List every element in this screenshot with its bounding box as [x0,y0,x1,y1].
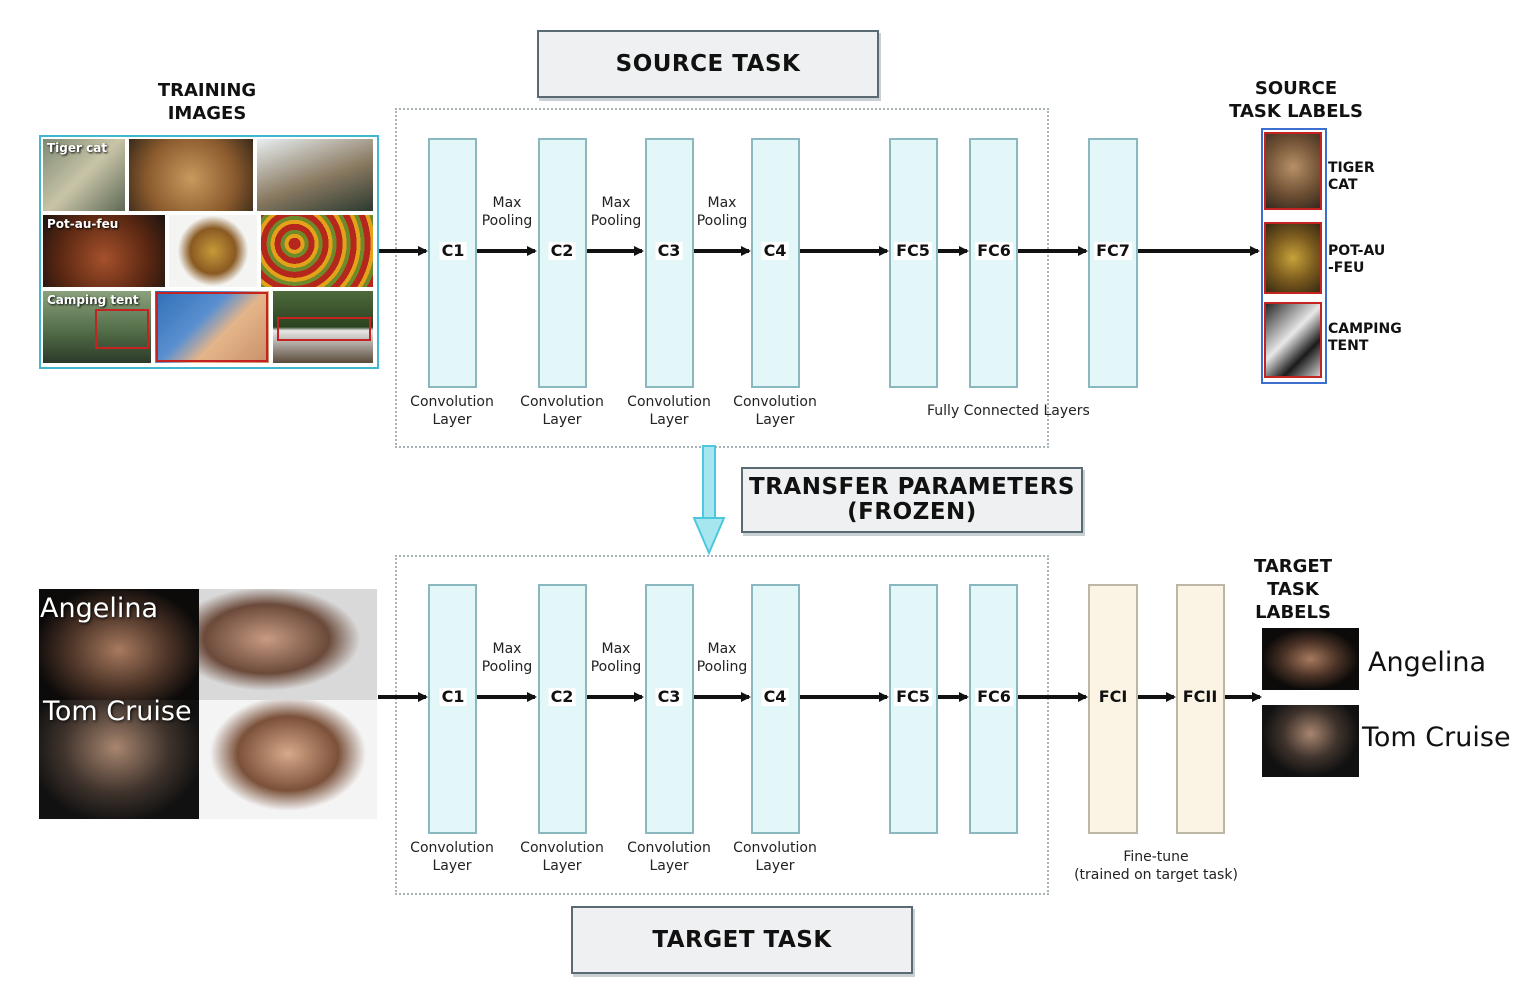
source-layer-c3 [645,138,694,388]
target-label-fcii: FCII [1180,687,1220,706]
source-label-c2: C2 [548,241,576,260]
source-label-c4: C4 [761,241,789,260]
transfer-line-2: (FROZEN) [847,499,977,525]
source-label-fc7: FC7 [1094,241,1132,260]
target-layer-fci [1088,584,1138,834]
source-layer-fc7 [1088,138,1138,388]
target-image-name-tom-cruise: Tom Cruise [43,696,192,727]
fully-connected-caption: Fully Connected Layers [927,403,1090,419]
pot-au-feu-image-2 [169,215,257,287]
target-label-c3: C3 [655,687,683,706]
target-image-angelina-2 [199,589,377,700]
target-label-c1: C1 [439,687,467,706]
target-label-tom-cruise-thumb [1262,705,1359,777]
source-label-fc5: FC5 [894,241,932,260]
tag-camping-tent: Camping tent [47,293,139,307]
source-task-title: SOURCE TASK [537,30,879,98]
tiger-cat-image-1: Tiger cat [43,139,125,211]
target-layer-c2 [538,584,587,834]
target-layer-fc5 [889,584,938,834]
target-layer-c4 [751,584,800,834]
source-label-fc6: FC6 [975,241,1013,260]
target-layer-fc6 [969,584,1018,834]
source-label-c3: C3 [655,241,683,260]
source-label-tiger-cat-thumb [1264,132,1322,210]
source-layer-c1 [428,138,477,388]
target-image-tom-cruise-1 [39,700,199,819]
source-label-pot-au-feu-thumb [1264,222,1322,294]
tag-tiger-cat: Tiger cat [47,141,108,155]
target-label-c2: C2 [548,687,576,706]
source-layer-fc6 [969,138,1018,388]
finetune-caption: Fine-tune(trained on target task) [1074,849,1238,883]
source-label-c1: C1 [439,241,467,260]
source-layer-c4 [751,138,800,388]
tag-pot-au-feu: Pot-au-feu [47,217,119,231]
target-network-frame [395,555,1049,895]
pot-au-feu-image-3 [261,215,373,287]
training-images-grid: Tiger cat Pot-au-feu Camping tent [39,135,379,369]
target-image-angelina-1 [39,589,199,700]
camping-tent-image-1: Camping tent [43,291,151,363]
source-network-frame [395,108,1049,448]
target-label-text-angelina: Angelina [1368,647,1486,678]
tiger-cat-image-3 [257,139,373,211]
target-layer-fcii [1176,584,1225,834]
target-task-title: TARGET TASK [571,906,913,974]
target-image-tom-cruise-2 [199,700,377,819]
source-layer-fc5 [889,138,938,388]
transfer-arrow [692,445,726,556]
pot-au-feu-image-1: Pot-au-feu [43,215,165,287]
transfer-line-1: TRANSFER PARAMETERS [749,474,1075,500]
target-label-text-tom-cruise: Tom Cruise [1362,722,1511,753]
source-label-text-pot-au-feu: POT-AU-FEU [1328,243,1386,276]
target-label-fc5: FC5 [894,687,932,706]
target-layer-c1 [428,584,477,834]
target-label-fci: FCI [1096,687,1130,706]
source-layer-c2 [538,138,587,388]
camping-tent-image-3 [273,291,373,363]
target-label-angelina-thumb [1262,628,1359,690]
camping-tent-image-2 [155,291,269,363]
transfer-parameters-box: TRANSFER PARAMETERS (FROZEN) [741,467,1083,533]
target-label-fc6: FC6 [975,687,1013,706]
tiger-cat-image-2 [129,139,253,211]
target-label-c4: C4 [761,687,789,706]
source-label-camping-tent-thumb [1264,302,1322,378]
target-layer-c3 [645,584,694,834]
target-image-name-angelina: Angelina [40,593,158,624]
